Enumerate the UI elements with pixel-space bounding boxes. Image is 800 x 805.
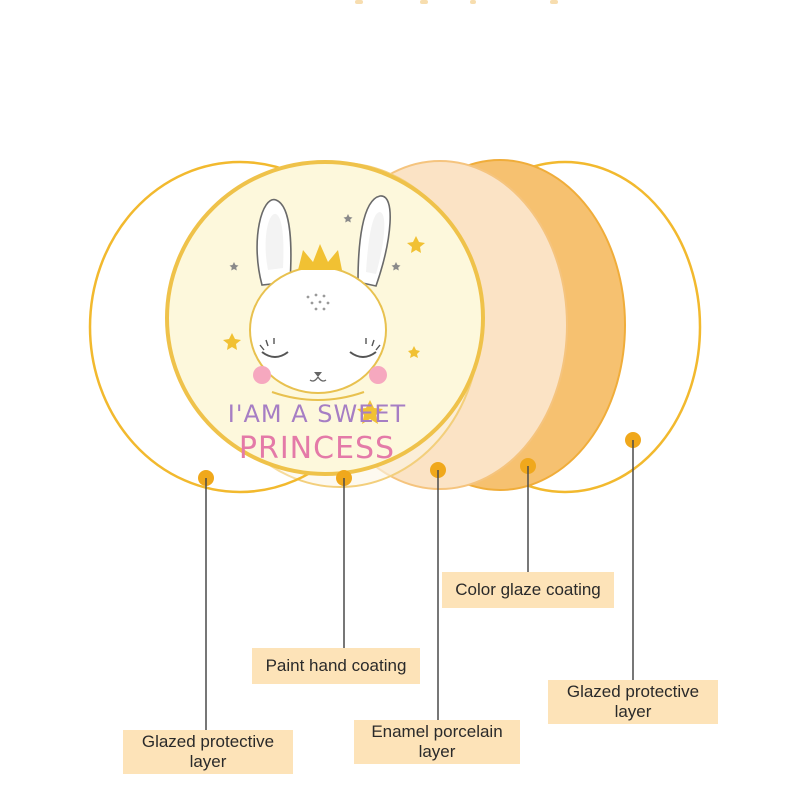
label-layer-4: Color glaze coating xyxy=(442,572,614,608)
label-layer-2-text: Paint hand coating xyxy=(265,656,407,675)
label-layer-1-text: Glazed protective layer xyxy=(141,732,275,771)
connector-4 xyxy=(520,458,536,572)
star-decorations xyxy=(223,236,425,424)
label-layer-2: Paint hand coating xyxy=(252,648,420,684)
label-layer-5: Glazed protective layer xyxy=(548,680,718,724)
connector-2 xyxy=(336,470,352,648)
label-layer-3: Enamel porcelain layer xyxy=(354,720,520,764)
plate-text-line2: PRINCESS xyxy=(239,431,395,466)
label-layer-1: Glazed protective layer xyxy=(123,730,293,774)
connector-5 xyxy=(625,432,641,680)
connector-1 xyxy=(198,470,214,730)
bunny-illustration xyxy=(249,195,391,401)
plate-text-line1: I'AM A SWEET xyxy=(228,400,406,428)
label-layer-4-text: Color glaze coating xyxy=(455,580,601,599)
connector-3 xyxy=(430,462,446,720)
label-layer-5-text: Glazed protective layer xyxy=(566,682,700,721)
label-layer-3-text: Enamel porcelain layer xyxy=(371,722,503,761)
